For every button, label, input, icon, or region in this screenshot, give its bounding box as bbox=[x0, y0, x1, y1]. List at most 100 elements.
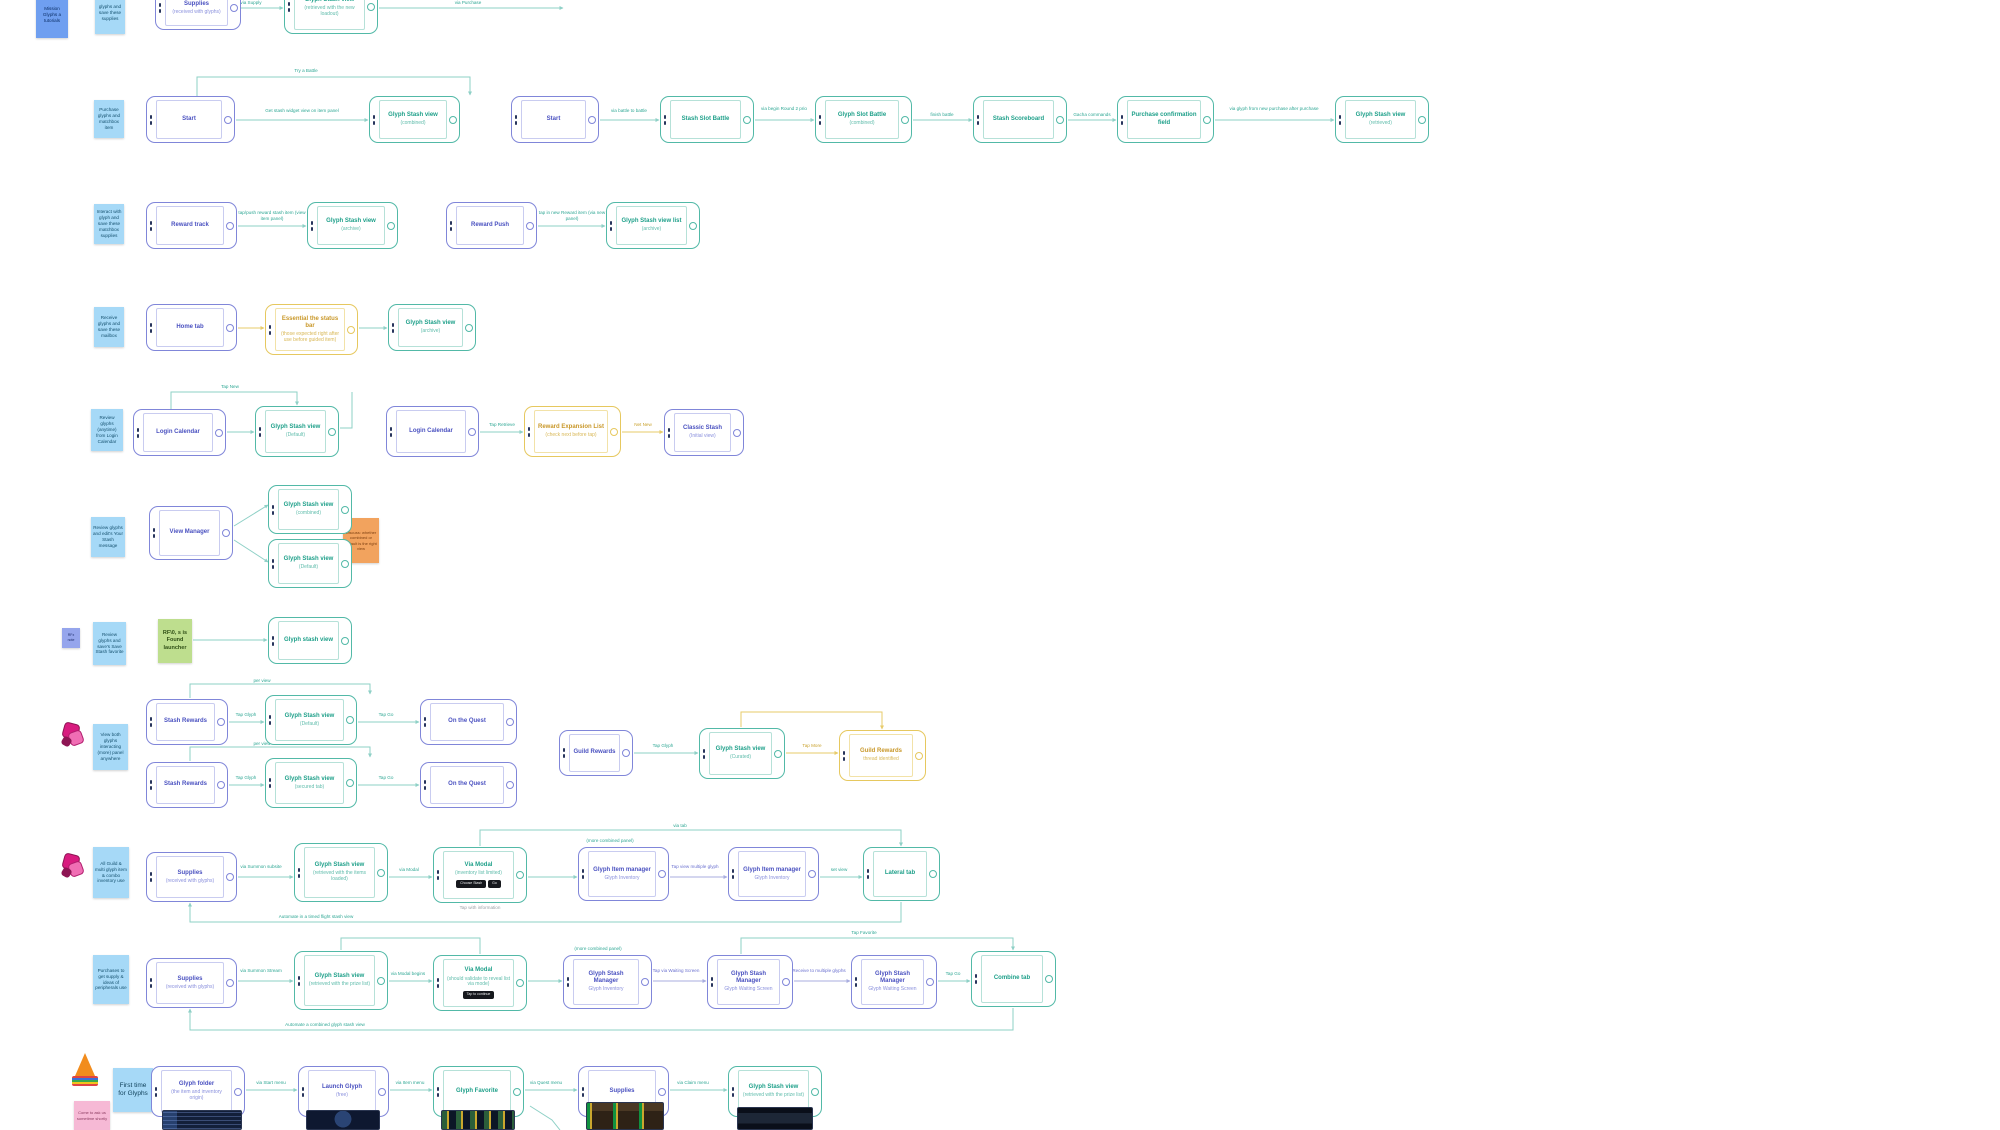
connector-label[interactable]: via glyph from new purchase after purcha… bbox=[1229, 106, 1319, 111]
phone-node[interactable]: Classic Stash(Initial view) bbox=[664, 409, 744, 456]
connector-label[interactable]: Tap Favorite bbox=[851, 930, 877, 935]
connector-line[interactable] bbox=[740, 711, 884, 730]
sticky-note[interactable]: Receive glyphs and save these mailbox bbox=[94, 307, 124, 347]
phone-screenshot[interactable] bbox=[162, 1110, 242, 1130]
connector-label[interactable]: (more combined panel) bbox=[586, 838, 634, 843]
phone-node[interactable]: Stash Slot Battle bbox=[660, 96, 754, 143]
phone-node[interactable]: Login Calendar bbox=[386, 406, 479, 457]
connector-label[interactable]: Tap Go bbox=[378, 712, 394, 717]
connector-line[interactable] bbox=[196, 76, 472, 96]
connector-label[interactable]: finish battle bbox=[930, 112, 954, 117]
sticky-note[interactable]: First time for Glyphs bbox=[113, 1068, 153, 1112]
phone-node[interactable]: Glyph Stash view(retrieved with the new … bbox=[284, 0, 378, 34]
phone-node[interactable]: Glyph Stash view(secured tab) bbox=[265, 758, 357, 808]
phone-node[interactable]: Glyph Stash view(Default) bbox=[268, 539, 352, 588]
phone-node[interactable]: Home tab bbox=[146, 304, 237, 351]
phone-node[interactable]: Stash Scoreboard bbox=[973, 96, 1067, 143]
connector-line[interactable] bbox=[188, 1008, 1014, 1031]
phone-node[interactable]: Glyph Stash view list(archive) bbox=[606, 202, 700, 249]
sticky-note[interactable]: Review glyphs and save's Save Stash favo… bbox=[93, 622, 126, 665]
phone-node[interactable]: Guild Rewards bbox=[559, 730, 633, 776]
phone-node[interactable]: Glyph Stash view(Curated) bbox=[699, 728, 785, 779]
connector-line[interactable] bbox=[340, 937, 481, 954]
phone-node[interactable]: View Manager bbox=[149, 506, 233, 560]
phone-screenshot[interactable] bbox=[306, 1110, 380, 1130]
connector-label[interactable]: per view bbox=[253, 741, 271, 746]
phone-node[interactable]: Glyph Stash view(retrieved with the priz… bbox=[294, 951, 388, 1010]
connector-label[interactable]: tap in new Reward item (via new panel) bbox=[538, 210, 606, 221]
connector-label[interactable]: Gacha commands bbox=[1073, 112, 1111, 117]
phone-node[interactable]: Glyph Stash view(Default) bbox=[265, 695, 357, 745]
sticky-note[interactable]: Review glyphs (anytime) from Login Calen… bbox=[91, 409, 123, 451]
phone-node[interactable]: Launch Glyph(free) bbox=[298, 1066, 389, 1117]
connector-line[interactable] bbox=[189, 746, 372, 761]
phone-node[interactable]: Glyph Stash view(archive) bbox=[307, 202, 398, 249]
sticky-note[interactable]: RF\0, s is Found launcher bbox=[158, 619, 192, 663]
connector-label[interactable]: Tap More bbox=[802, 743, 822, 748]
connector-line[interactable] bbox=[170, 391, 299, 409]
phone-node[interactable]: Supplies(received with glyphs) bbox=[155, 0, 241, 30]
connector-label[interactable]: via Item menu bbox=[395, 1080, 425, 1085]
phone-node[interactable]: Glyph Stash view(combined) bbox=[369, 96, 460, 143]
connector-label[interactable]: Receive to multiple glyphs bbox=[792, 968, 846, 973]
connector-label[interactable]: Tap Retrieve bbox=[489, 422, 515, 427]
connector-label[interactable]: Automate a combined glyph stash view bbox=[285, 1022, 365, 1027]
phone-node[interactable]: Stash Rewards bbox=[146, 699, 228, 745]
connector-label[interactable]: via Modal begins bbox=[390, 971, 426, 976]
connector-label[interactable]: per view bbox=[253, 678, 271, 683]
connector-label[interactable]: Tap with information bbox=[459, 905, 501, 910]
phone-node[interactable]: Reward Push bbox=[446, 202, 537, 249]
connector-line[interactable] bbox=[188, 902, 902, 923]
connector-label[interactable]: Try a Battle bbox=[294, 68, 318, 73]
sticky-note[interactable]: Interact with glyph and save these match… bbox=[94, 204, 124, 244]
phone-node[interactable]: Glyph Stash view(combined) bbox=[268, 485, 352, 534]
sticky-note[interactable]: Review glyphs and edit's Your Stash mess… bbox=[91, 517, 125, 557]
phone-node[interactable]: Glyph Stash view(retrieved with the item… bbox=[294, 843, 388, 902]
connector-label[interactable]: via Summon Stream bbox=[240, 968, 282, 973]
phone-node[interactable]: Glyph Stash view(retrieved) bbox=[1335, 96, 1429, 143]
traffic-cone-icon[interactable] bbox=[72, 1053, 98, 1087]
phone-node[interactable]: Via Modal(should validate to reveal list… bbox=[433, 955, 527, 1011]
phone-node[interactable]: Glyph Stash view(Default) bbox=[255, 406, 339, 457]
sticky-note[interactable]: glyphs and save these supplies bbox=[95, 0, 125, 34]
connector-label[interactable]: Net New bbox=[634, 422, 652, 427]
phone-node[interactable]: Start bbox=[146, 96, 235, 143]
sticky-note[interactable]: Come to ask us sometime shortly bbox=[74, 1101, 110, 1130]
connector-line[interactable] bbox=[340, 392, 353, 429]
phone-node[interactable]: Start bbox=[511, 96, 599, 143]
connector-line[interactable] bbox=[233, 539, 269, 563]
sticky-note[interactable]: View both glyphs interacting (more) pane… bbox=[93, 724, 128, 770]
phone-node[interactable]: Purchase confirmation field bbox=[1117, 96, 1214, 143]
phone-node[interactable]: Reward Expansion List(check next before … bbox=[524, 406, 621, 457]
sticker-icon[interactable] bbox=[60, 853, 88, 883]
phone-node[interactable]: On the Quest bbox=[420, 762, 517, 808]
phone-node[interactable]: Glyph Slot Battle(combined) bbox=[815, 96, 912, 143]
connector-label[interactable]: Tap Glyph bbox=[235, 712, 257, 717]
connector-label[interactable]: via Start menu bbox=[256, 1080, 286, 1085]
connector-label[interactable]: via tab bbox=[673, 823, 687, 828]
connector-label[interactable]: (more combined panel) bbox=[574, 946, 622, 951]
connector-label[interactable]: Tap Glyph bbox=[652, 743, 674, 748]
connector-label[interactable]: via begin Round 2 prio bbox=[761, 106, 807, 111]
connector-line[interactable] bbox=[740, 937, 1015, 954]
connector-label[interactable]: via Supply bbox=[240, 0, 262, 5]
connector-label[interactable]: via Summon subsite bbox=[240, 864, 282, 869]
connector-label[interactable]: via Purchase bbox=[454, 0, 482, 5]
sticker-icon[interactable] bbox=[60, 722, 88, 752]
phone-node[interactable]: Lateral tab bbox=[863, 847, 940, 901]
phone-node[interactable]: Reward track bbox=[146, 202, 237, 249]
connector-label[interactable]: Tap Go bbox=[945, 971, 961, 976]
phone-node[interactable]: Supplies(received with glyphs) bbox=[146, 958, 237, 1008]
phone-node[interactable]: Glyph stash view bbox=[268, 617, 352, 664]
connector-label[interactable]: Tap Glyph bbox=[235, 775, 257, 780]
phone-node[interactable]: Essential the status bar(those expected … bbox=[265, 304, 358, 355]
connector-label[interactable]: tap/push reward stash item (view item pa… bbox=[238, 210, 306, 221]
phone-node[interactable]: Stash Rewards bbox=[146, 762, 228, 808]
phone-node[interactable]: On the Quest bbox=[420, 699, 517, 745]
phone-screenshot[interactable] bbox=[737, 1107, 813, 1130]
